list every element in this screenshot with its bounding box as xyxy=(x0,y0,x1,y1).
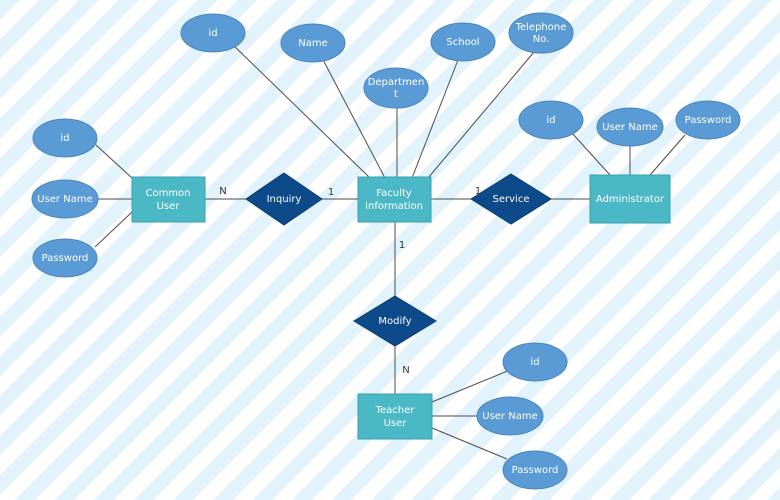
cardinality-modify-teacher: N xyxy=(402,365,409,376)
svg-text:Password: Password xyxy=(42,253,89,264)
svg-text:Name: Name xyxy=(298,38,328,49)
attribute-admin-password: Password xyxy=(675,100,741,140)
edge-faculty-school xyxy=(411,59,459,179)
svg-text:Password: Password xyxy=(685,115,732,126)
svg-text:Inquiry: Inquiry xyxy=(267,194,302,205)
edge-admin-id xyxy=(570,131,611,176)
attribute-common-user-name: User Name xyxy=(31,179,99,219)
edge-faculty-id xyxy=(231,43,371,179)
svg-text:Password: Password xyxy=(512,465,559,476)
attribute-teacher-id: id xyxy=(502,342,568,382)
svg-text:School: School xyxy=(446,37,479,48)
relationship-service: Service xyxy=(470,173,552,225)
relationship-modify: Modify xyxy=(353,295,437,347)
attribute-teacher-password: Password xyxy=(502,450,568,490)
svg-text:Service: Service xyxy=(493,194,530,205)
edge-admin-password xyxy=(649,134,686,176)
attribute-common-password: Password xyxy=(32,238,98,278)
attribute-teacher-user-name: User Name xyxy=(476,396,544,436)
svg-text:id: id xyxy=(208,28,217,39)
cardinality-inquiry-faculty: 1 xyxy=(328,187,334,198)
svg-text:User Name: User Name xyxy=(37,194,92,205)
edge-faculty-telephone xyxy=(427,51,535,179)
svg-text:User Name: User Name xyxy=(602,122,657,133)
cardinality-service-faculty: 1 xyxy=(475,186,481,197)
attribute-faculty-school: School xyxy=(430,22,496,62)
entity-administrator: Administrator xyxy=(589,174,671,224)
edge-teacher-password xyxy=(431,427,508,460)
edge-teacher-id xyxy=(431,369,511,403)
attribute-faculty-name: Name xyxy=(280,23,346,63)
relationship-inquiry: Inquiry xyxy=(245,172,323,226)
edge-common-id xyxy=(95,144,133,179)
cardinality-inquiry-common: N xyxy=(219,186,226,197)
svg-text:User Name: User Name xyxy=(482,411,537,422)
svg-text:Modify: Modify xyxy=(378,316,411,327)
svg-text:Administrator: Administrator xyxy=(596,194,665,205)
connectors xyxy=(94,43,686,460)
cardinality-modify-faculty: 1 xyxy=(399,240,405,251)
svg-text:id: id xyxy=(530,357,539,368)
svg-text:id: id xyxy=(60,133,69,144)
attribute-admin-id: id xyxy=(518,100,584,140)
attribute-admin-user-name: User Name xyxy=(596,107,664,147)
edge-faculty-name xyxy=(319,53,386,179)
attribute-faculty-id: id xyxy=(180,13,246,53)
edge-common-password xyxy=(94,211,133,248)
svg-text:id: id xyxy=(546,115,555,126)
attribute-common-id: id xyxy=(32,118,98,158)
